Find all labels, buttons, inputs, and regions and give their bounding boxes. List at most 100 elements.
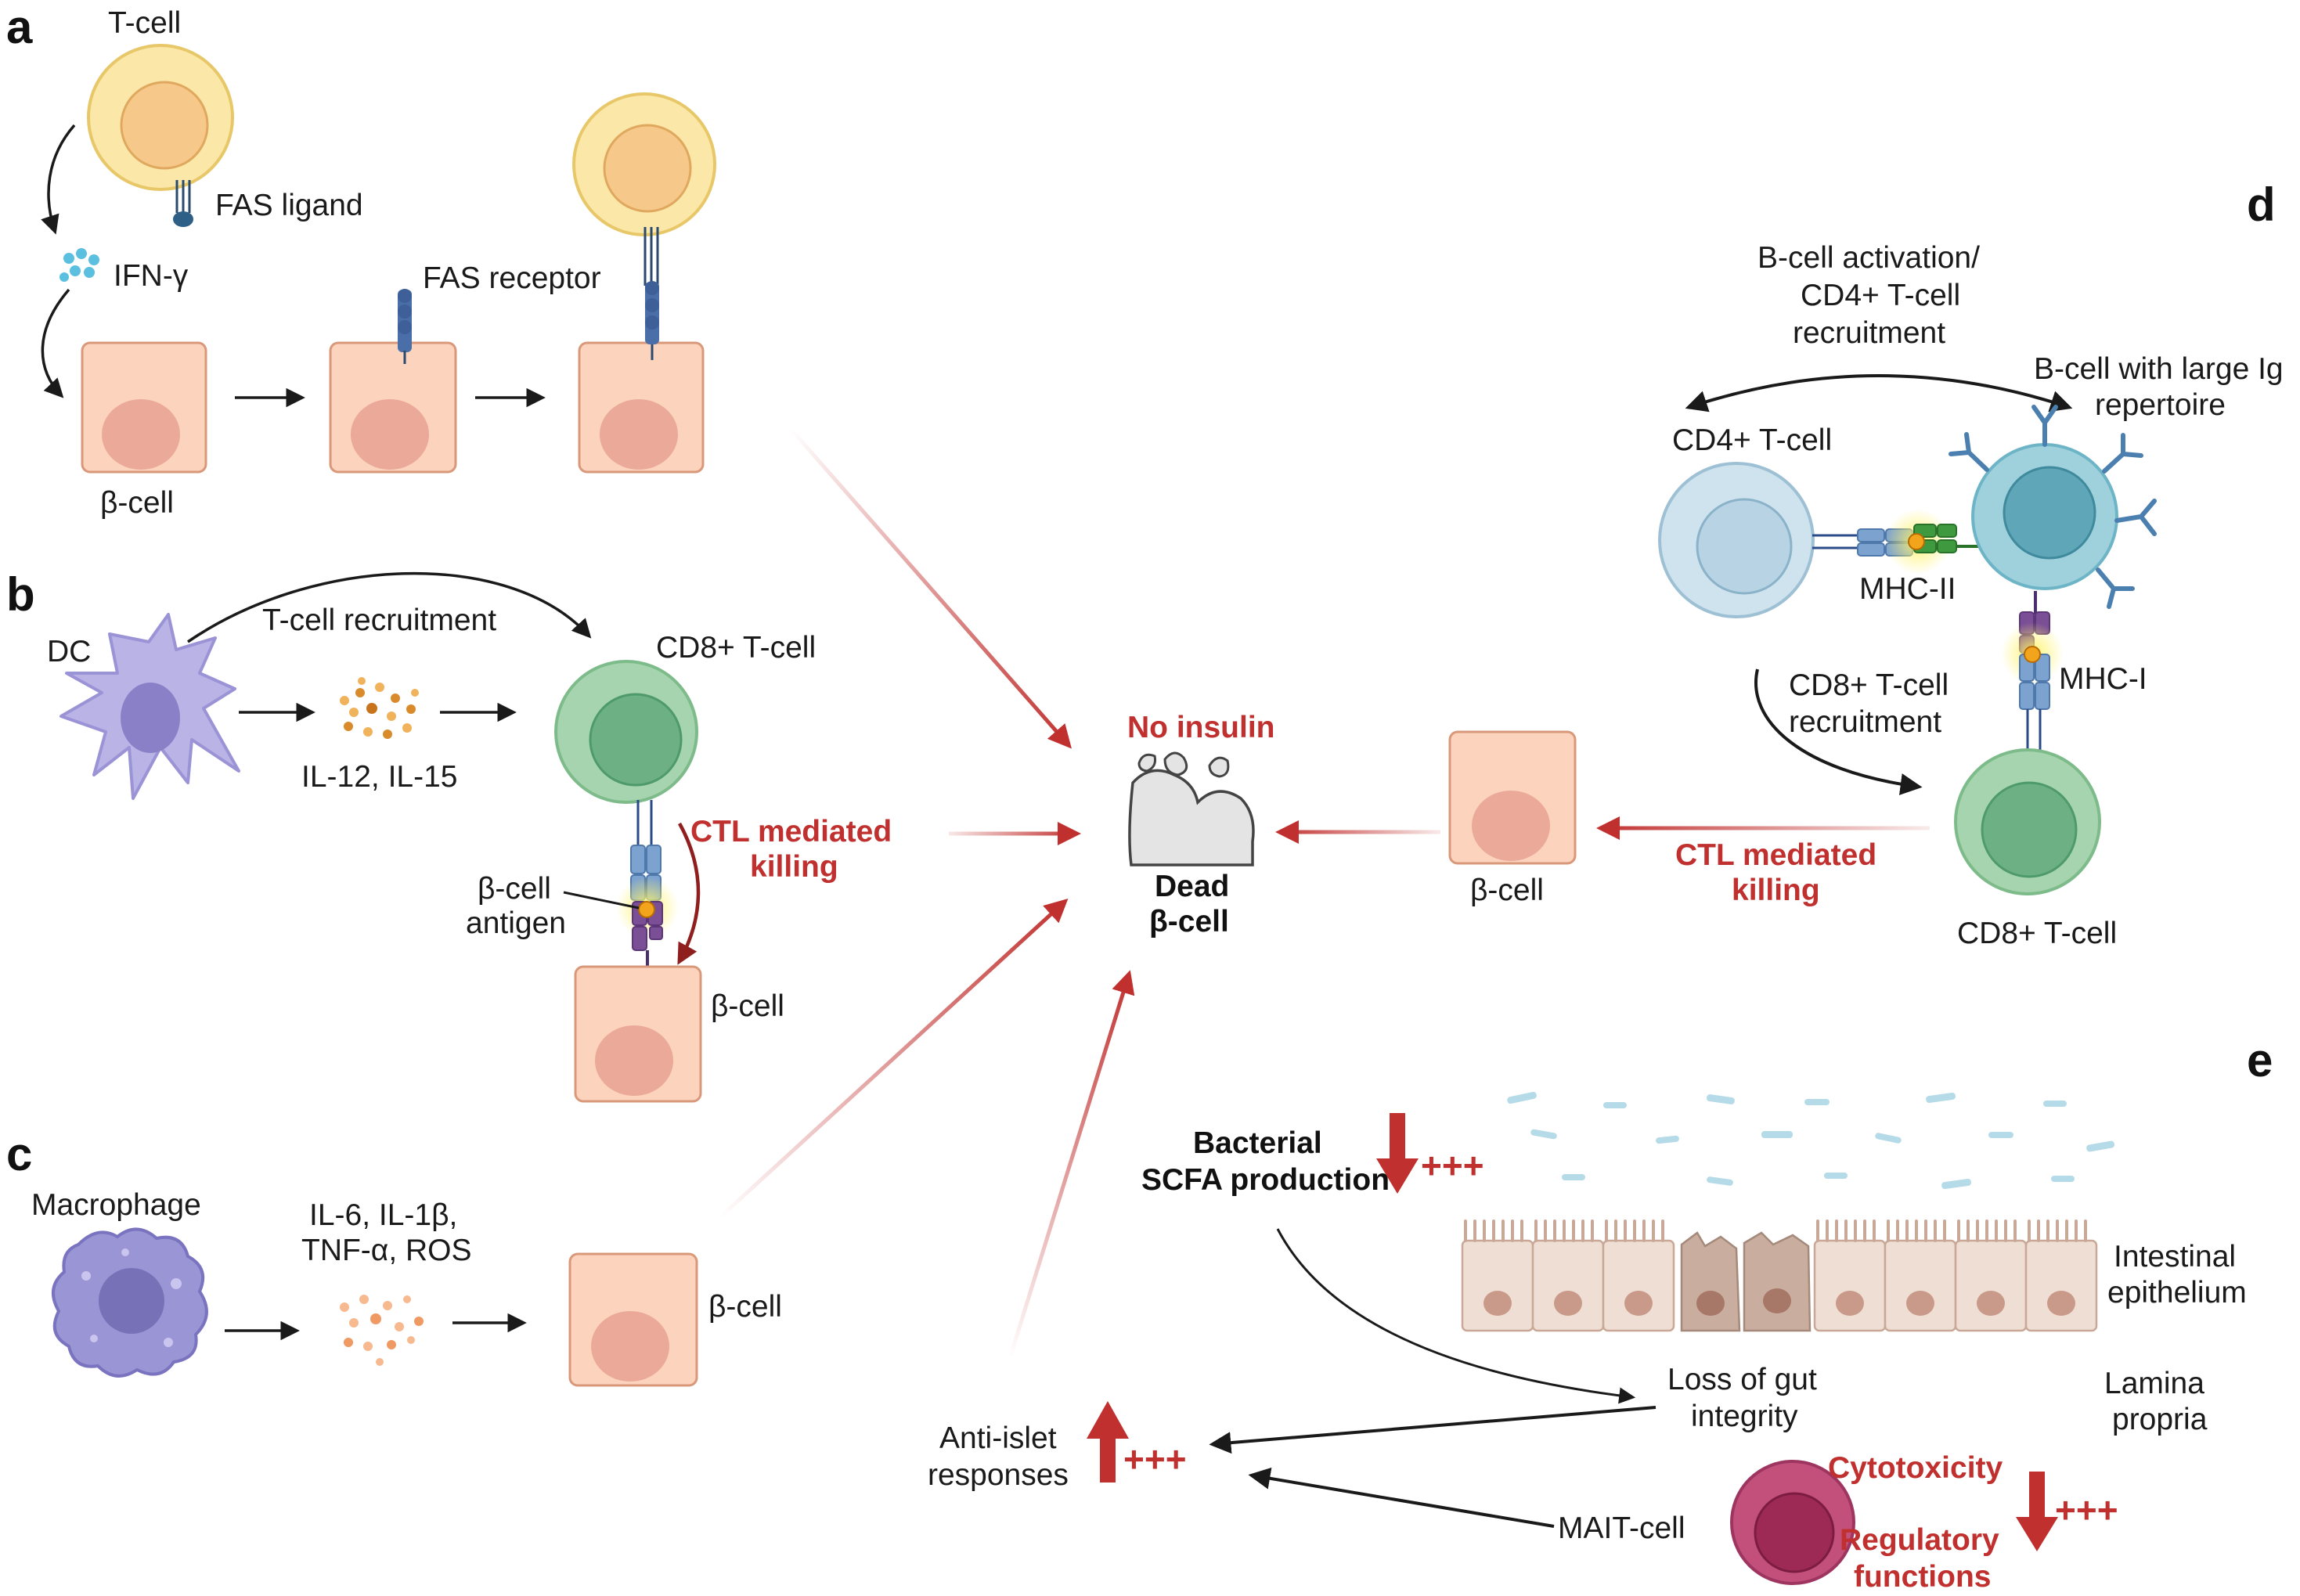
il12-il15-dots-icon	[340, 677, 419, 739]
arrow-mait-to-anti-islet	[1248, 1467, 1555, 1528]
mait-label: MAIT-cell	[1558, 1511, 1685, 1545]
down-arrow-scfa-icon	[1376, 1113, 1419, 1194]
ctl-killing-b-label-1: CTL mediated	[690, 815, 892, 848]
panel-label-a: a	[6, 1, 33, 53]
arrow-e-to-dead	[1008, 970, 1135, 1359]
epithelium-label-2: epithelium	[2107, 1276, 2247, 1310]
mac-cytokines-label-1: IL-6, IL-1β,	[309, 1198, 457, 1232]
mac-cytokine-dots-icon	[340, 1295, 424, 1366]
lamina-label-2: propria	[2112, 1403, 2208, 1436]
panel-c: Macrophage IL-6, IL-1β, TNF-α, ROS β-cel…	[31, 898, 1069, 1387]
panel-e: Bacterial SCFA production +++	[928, 970, 2247, 1594]
il12-il15-label: IL-12, IL-15	[301, 760, 457, 794]
beta-cell-d-label: β-cell	[1470, 874, 1544, 907]
arrow-cd4-bcell-bidirectional	[1685, 374, 2073, 413]
ctl-killing-d-label-1: CTL mediated	[1675, 838, 1876, 872]
fas-receptor-icon	[398, 289, 412, 364]
cd8-b-label: CD8+ T-cell	[656, 631, 816, 665]
up-arrow-anti-islet-icon	[1087, 1401, 1129, 1483]
fas-ligand-icon	[173, 180, 193, 227]
arrow-ctl-killing-b	[677, 822, 701, 965]
epithelium-label-1: Intestinal	[2114, 1240, 2236, 1274]
dead-beta-cell-icon	[1128, 751, 1255, 866]
dendritic-cell-icon	[59, 613, 240, 800]
arrow-bcell-to-cd8	[1754, 668, 1923, 795]
b-cell-icon	[1971, 443, 2118, 590]
intestinal-epithelium-icon	[1461, 1220, 2098, 1332]
panel-b: DC T-cell recruitment IL-12, IL-15 CD8+ …	[47, 571, 1081, 1103]
beta-cell-d-icon	[1448, 730, 1577, 865]
lamina-label-1: Lamina	[2104, 1367, 2204, 1400]
loss-gut-label-2: integrity	[1691, 1400, 1798, 1433]
tcell-recruitment-label: T-cell recruitment	[262, 603, 496, 637]
regulatory-label-1: Regulatory	[1840, 1523, 1999, 1557]
dc-label: DC	[47, 635, 91, 668]
cd8-recruitment-label-2: recruitment	[1789, 705, 1941, 739]
arrow-tcell-to-ifn	[41, 124, 76, 235]
arrow-scfa-to-gut	[1276, 1228, 1636, 1404]
cd8-t-cell-d-icon	[1954, 748, 2101, 895]
activation-label-1: B-cell activation/	[1757, 241, 1980, 275]
fas-complex-icon	[643, 227, 659, 360]
tcr-mhc-complex-b-icon	[616, 800, 679, 998]
tcr-mhc2-complex-icon	[1812, 509, 1996, 575]
panel-label-b: b	[6, 568, 35, 621]
beta-cell-a-label: β-cell	[100, 486, 174, 520]
arrow-a-to-dead	[789, 427, 1072, 749]
regulatory-label-2: functions	[1854, 1560, 1991, 1594]
antibody-icons	[1949, 405, 2157, 609]
bacterial-label-2: SCFA production	[1141, 1163, 1390, 1197]
beta-cell-a1-icon	[81, 341, 207, 474]
dead-label-2: β-cell	[1149, 905, 1229, 939]
beta-cell-antigen-label-2: antigen	[466, 906, 566, 940]
dead-beta-cell-group: No insulin Dead β-cell	[1127, 711, 1275, 939]
ctl-killing-d-label-2: killing	[1732, 874, 1820, 907]
anti-islet-plus-label: +++	[1123, 1439, 1187, 1479]
beta-cell-b-icon	[574, 965, 702, 1103]
arrow-dc-to-cd8	[187, 571, 592, 643]
fas-receptor-label: FAS receptor	[423, 261, 601, 295]
cd8-recruitment-label-1: CD8+ T-cell	[1789, 668, 1949, 702]
bcell-label-2: repertoire	[2095, 388, 2226, 422]
t-cell-a3-icon	[572, 92, 716, 236]
antigen-pointer	[563, 891, 640, 910]
macrophage-label: Macrophage	[31, 1188, 201, 1222]
mait-plus-label: +++	[2055, 1490, 2118, 1530]
down-arrow-mait-icon	[2016, 1472, 2058, 1551]
t-cell-icon	[87, 44, 234, 191]
activation-label-3: recruitment	[1793, 316, 1945, 350]
mhc2-label: MHC-II	[1859, 572, 1956, 606]
t-cell-label: T-cell	[108, 6, 181, 40]
panel-label-d: d	[2247, 178, 2276, 231]
cd4-t-cell-icon	[1658, 462, 1815, 618]
panel-a: T-cell FAS ligand IFN-γ β-cell	[41, 6, 1072, 749]
cd8-t-cell-b-icon	[554, 660, 698, 804]
beta-cell-antigen-label-1: β-cell	[478, 872, 551, 906]
beta-cell-b-label: β-cell	[711, 989, 784, 1023]
panel-label-e: e	[2247, 1034, 2273, 1086]
dead-label-1: Dead	[1155, 870, 1229, 903]
cytotoxicity-label: Cytotoxicity	[1828, 1451, 2003, 1485]
tcr-mhc1-complex-icon	[2001, 591, 2064, 763]
arrow-c-to-dead	[719, 898, 1069, 1219]
macrophage-icon	[52, 1227, 208, 1378]
loss-gut-label-1: Loss of gut	[1667, 1363, 1817, 1396]
ctl-killing-b-label-2: killing	[750, 850, 838, 884]
ifn-gamma-label: IFN-γ	[114, 259, 189, 293]
bcell-label-1: B-cell with large Ig	[2034, 352, 2284, 386]
beta-cell-c-label: β-cell	[708, 1290, 782, 1324]
arrow-ifn-to-beta	[41, 288, 70, 398]
beta-cell-a3-icon	[578, 341, 705, 474]
activation-label-2: CD4+ T-cell	[1801, 279, 1960, 312]
panel-d: B-cell activation/ CD4+ T-cell recruitme…	[1275, 241, 2284, 950]
bacterial-label-1: Bacterial	[1193, 1126, 1322, 1160]
mhc1-label: MHC-I	[2059, 662, 2147, 696]
beta-cell-c-icon	[568, 1252, 698, 1387]
beta-cell-a2-icon	[329, 341, 457, 474]
cd4-label: CD4+ T-cell	[1672, 423, 1832, 457]
anti-islet-label-1: Anti-islet	[939, 1421, 1057, 1455]
ifn-gamma-dots-icon	[59, 248, 99, 282]
arrow-gut-to-anti-islet	[1209, 1406, 1657, 1454]
cd8-d-label: CD8+ T-cell	[1957, 917, 2117, 950]
